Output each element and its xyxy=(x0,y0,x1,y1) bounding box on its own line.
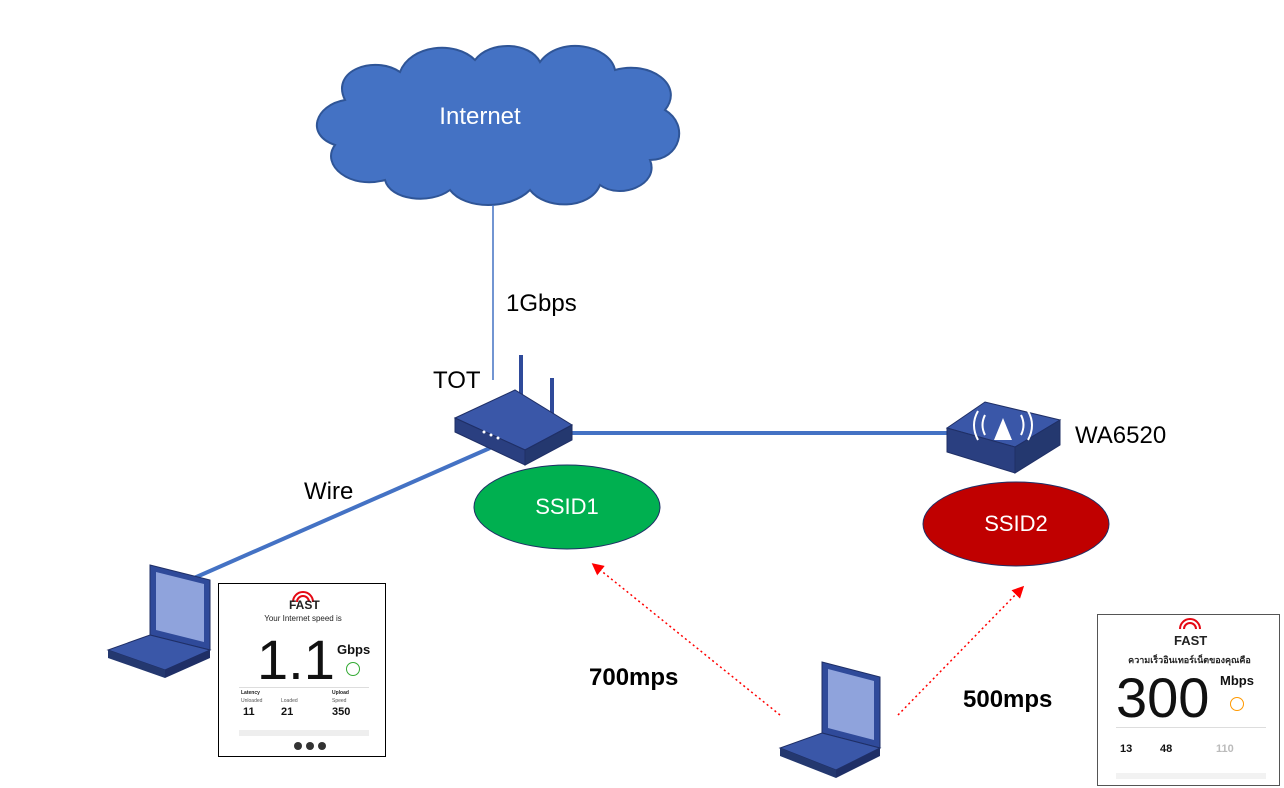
fast-logo-icon xyxy=(292,591,314,602)
settings-bar xyxy=(1116,773,1266,779)
ssid1-ellipse xyxy=(473,464,661,550)
latency-label: Latency xyxy=(241,690,260,696)
internet-label: Internet xyxy=(439,103,521,130)
speed-unit: Mbps xyxy=(1220,673,1254,688)
loaded-label: Loaded xyxy=(281,698,298,704)
speedtest-card-wifi: FAST ความเร็วอินเทอร์เน็ตของคุณคือ 300 M… xyxy=(1097,614,1280,786)
unloaded-value: 13 xyxy=(1120,743,1133,755)
router-label: TOT xyxy=(433,367,481,394)
speed-ssid1-label: 700mps xyxy=(589,664,679,691)
fast-brand: FAST xyxy=(1174,633,1208,648)
unloaded-label: Unloaded xyxy=(241,698,263,704)
access-point-icon xyxy=(945,401,1062,474)
upload-label: Upload xyxy=(332,690,349,696)
upload-value: 110 xyxy=(1216,743,1234,755)
loaded-value: 48 xyxy=(1160,743,1173,755)
speed-unit: Gbps xyxy=(337,642,371,657)
speedtest-card-wired: FAST Your Internet speed is 1.1 Gbps Lat… xyxy=(218,583,386,757)
internet-cloud xyxy=(315,45,681,206)
divider xyxy=(1116,727,1266,728)
arrow-to-ssid1 xyxy=(591,563,781,716)
speed-headline: ความเร็วอินเทอร์เน็ตของคุณคือ xyxy=(1128,655,1251,665)
access-point-label: WA6520 xyxy=(1075,422,1167,449)
divider xyxy=(239,687,369,688)
speed-headline: Your Internet speed is xyxy=(264,614,342,623)
facebook-icon xyxy=(306,742,314,750)
unloaded-value: 11 xyxy=(243,706,255,718)
twitter-icon xyxy=(318,742,326,750)
laptop-wifi-icon xyxy=(778,661,882,778)
link-speed-label: 1Gbps xyxy=(506,290,577,317)
wire-line xyxy=(184,446,491,584)
speed-value: 1.1 xyxy=(257,628,335,691)
pause-icon xyxy=(1230,697,1244,711)
loaded-value: 21 xyxy=(281,706,294,718)
speed-value: 300 xyxy=(1116,666,1210,729)
settings-bar xyxy=(239,730,369,736)
wire-label: Wire xyxy=(304,478,354,505)
upload-speed-label: Speed xyxy=(332,698,347,704)
fast-logo-icon xyxy=(1179,618,1201,629)
speed-ssid2-label: 500mps xyxy=(963,686,1053,713)
upload-value: 350 xyxy=(332,706,351,718)
help-icon xyxy=(294,742,302,750)
ssid1-label: SSID1 xyxy=(535,494,599,519)
router-icon xyxy=(453,355,574,466)
laptop-wired-icon xyxy=(106,564,212,678)
fast-brand: FAST xyxy=(289,598,320,612)
more-info-icon xyxy=(346,662,360,676)
ssid2-label: SSID2 xyxy=(984,511,1048,536)
ssid2-ellipse xyxy=(922,481,1110,567)
